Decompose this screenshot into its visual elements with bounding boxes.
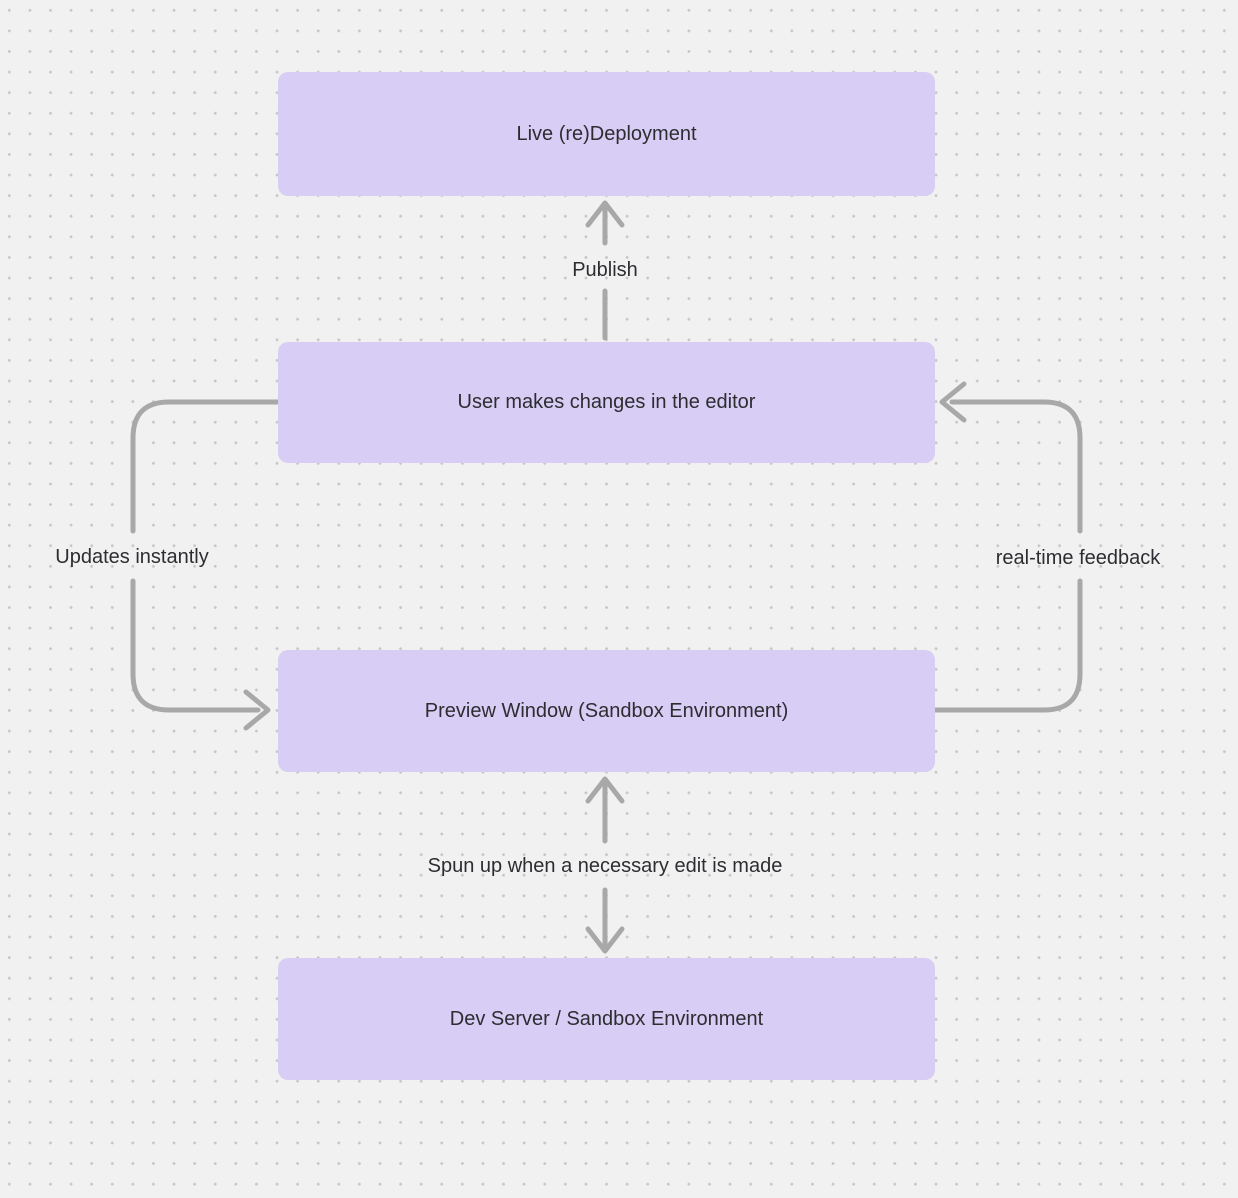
- node-dev-server: Dev Server / Sandbox Environment: [278, 958, 935, 1080]
- edge-label-spun-up: Spun up when a necessary edit is made: [427, 855, 783, 877]
- arrowhead-left-icon: [939, 381, 967, 423]
- node-user-changes: User makes changes in the editor: [278, 342, 935, 463]
- node-live-redeployment: Live (re)Deployment: [278, 72, 935, 196]
- arrowhead-right-icon: [243, 689, 271, 731]
- node-label: Dev Server / Sandbox Environment: [449, 1007, 764, 1030]
- node-label: User makes changes in the editor: [457, 391, 756, 413]
- arrowhead-down-icon: [585, 926, 625, 954]
- node-label: Preview Window (Sandbox Environment): [424, 699, 789, 722]
- arrowhead-up-icon: [585, 200, 625, 228]
- edge-label-updates-instantly: Updates instantly: [55, 546, 209, 568]
- arrowhead-up-icon: [585, 776, 625, 804]
- node-preview-window: Preview Window (Sandbox Environment): [278, 650, 935, 772]
- node-label: Live (re)Deployment: [516, 122, 697, 145]
- edge-label-real-time-feedback: real-time feedback: [995, 547, 1161, 569]
- edge-label-publish: Publish: [572, 259, 638, 281]
